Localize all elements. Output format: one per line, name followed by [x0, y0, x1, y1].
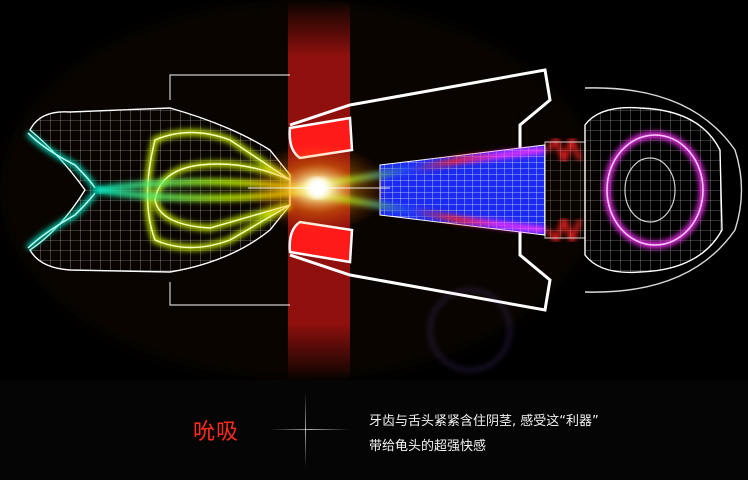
wireframe-product-diagram	[0, 0, 743, 380]
feature-description-line1: 牙齿与舌头紧紧含住阴茎, 感受这“利器”	[369, 414, 599, 429]
crosshair-vertical-line	[305, 392, 306, 468]
crosshair-horizontal-line	[270, 429, 350, 430]
feature-caption-area	[0, 380, 748, 480]
feature-description-line2: 带给龟头的超强快感	[369, 439, 487, 454]
feature-title: 吮吸	[193, 420, 240, 445]
